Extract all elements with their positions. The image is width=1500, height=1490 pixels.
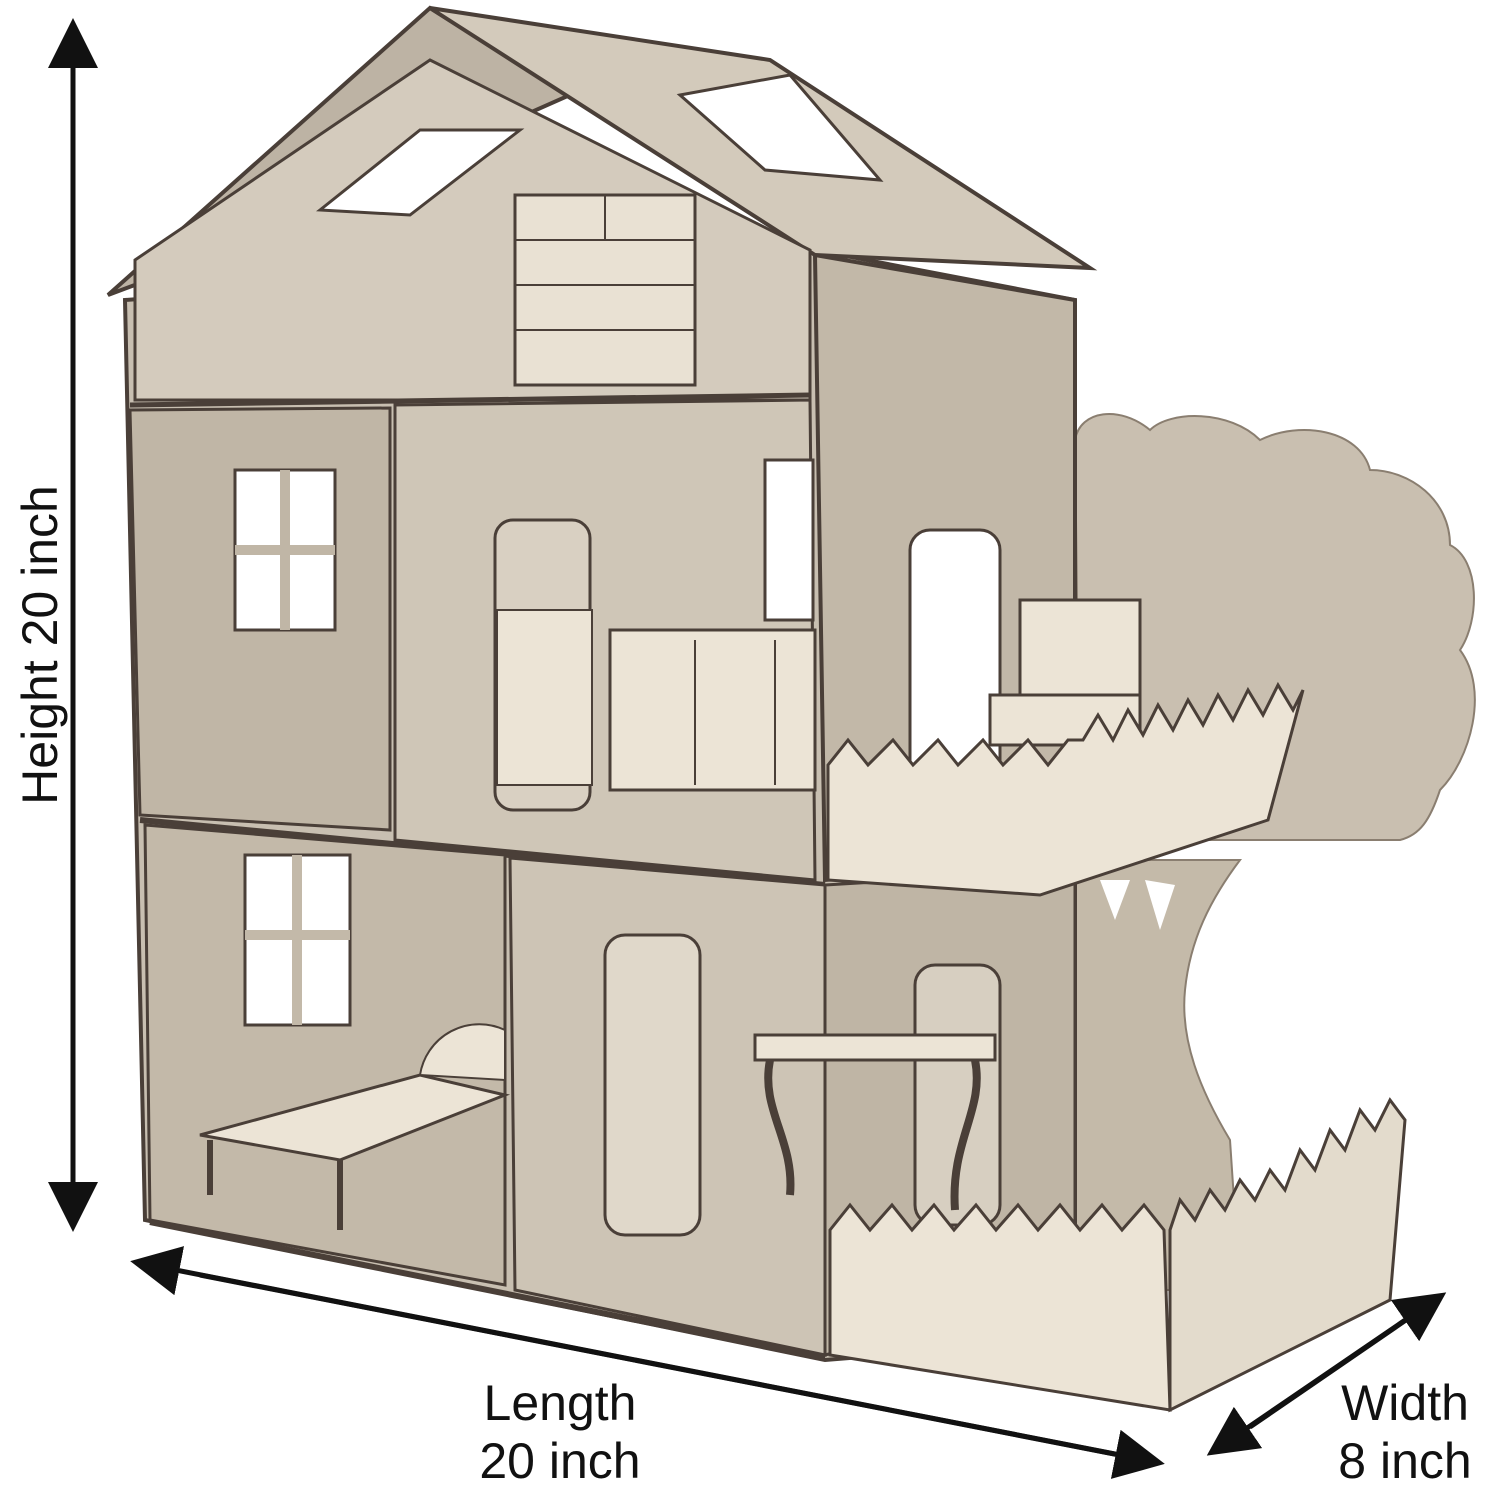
kitchen-stove: [496, 609, 593, 786]
attic-skylight: [315, 128, 525, 217]
window: [243, 853, 352, 1027]
length-value: 20 inch: [479, 1433, 641, 1489]
yard-fence-side: [1168, 1097, 1407, 1413]
length-dimension-label: Length 20 inch: [440, 1374, 680, 1490]
trunk-hole: [1145, 880, 1175, 930]
room-bedroom: [143, 823, 507, 1287]
window: [233, 468, 337, 632]
bed: [199, 1023, 511, 1230]
length-title: Length: [483, 1375, 637, 1431]
bench: [988, 598, 1142, 747]
dollhouse: [106, 5, 1098, 1363]
height-text: Height 20 inch: [12, 485, 68, 805]
floor-line: [129, 392, 811, 408]
width-value: 8 inch: [1338, 1433, 1472, 1489]
kitchen-cabinet: [608, 628, 817, 792]
balcony: [826, 598, 1305, 897]
hall-door: [603, 933, 702, 1237]
balcony-fence: [826, 681, 1305, 897]
console-table: [753, 1033, 997, 1211]
trunk-hole: [1100, 880, 1130, 920]
base-line: [149, 1219, 826, 1361]
width-dimension-label: Width 8 inch: [1320, 1374, 1490, 1490]
yard-fence-front: [828, 1202, 1172, 1412]
yard-fence: [828, 1097, 1407, 1413]
roof-skylight: [676, 73, 884, 182]
length-arrow-right: [199, 1272, 1165, 1479]
tree-trunk: [1074, 859, 1242, 1291]
dresser: [513, 193, 697, 387]
width-arrow-top: [1248, 1292, 1447, 1430]
kitchen-window: [763, 458, 815, 622]
width-title: Width: [1341, 1375, 1469, 1431]
